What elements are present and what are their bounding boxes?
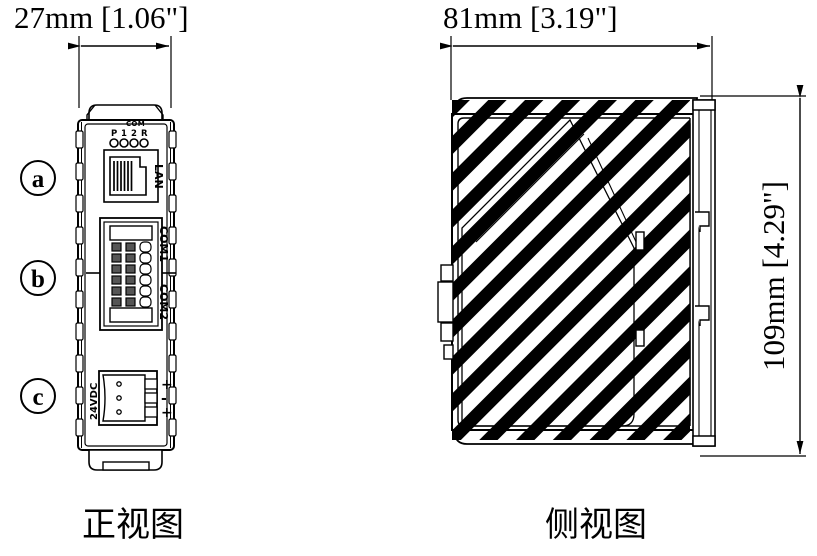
width-dimension: 27mm [1.06"]	[14, 0, 189, 108]
com-terminal-block: COM1 COM2	[86, 217, 176, 331]
width-dimension-label: 27mm [1.06"]	[14, 0, 189, 35]
led-label-2: 2	[131, 129, 137, 139]
power-mark-1: -	[161, 391, 167, 407]
led-label-0: P	[111, 129, 117, 139]
side-view-caption: 侧视图	[545, 505, 647, 545]
front-view-group: 27mm [1.06"]	[14, 0, 189, 545]
led-label-3: R	[141, 129, 148, 139]
power-terminal-label: 24VDC	[89, 383, 100, 420]
front-vent-slots	[75, 130, 177, 437]
com-screw-pairs	[111, 241, 152, 308]
led-label-1: 1	[121, 129, 127, 139]
power-mark-0: +	[161, 377, 173, 393]
callout-c: c	[20, 378, 56, 414]
led-group-label: COM	[126, 120, 145, 128]
side-face-slots	[635, 231, 645, 347]
power-terminal-clamps	[144, 378, 158, 418]
side-view-group: 81mm [3.19"] 109mm [4.29"]	[437, 0, 806, 545]
din-rail-bracket	[692, 99, 716, 447]
height-dimension-label: 109mm [4.29"]	[756, 181, 791, 371]
callout-balloons: a b c	[20, 160, 56, 414]
com2-label: COM2	[157, 284, 170, 320]
depth-dimension-label: 81mm [3.19"]	[443, 0, 618, 35]
lan-port-label: LAN	[152, 164, 165, 189]
power-terminal: 24VDC + - +	[89, 370, 173, 426]
lan-port: LAN	[103, 149, 165, 203]
com1-label: COM1	[157, 226, 170, 262]
depth-dimension: 81mm [3.19"]	[440, 0, 713, 100]
callout-a-label: a	[32, 166, 45, 193]
power-mark-2: +	[161, 405, 173, 421]
callout-c-label: c	[32, 384, 43, 411]
callout-b: b	[20, 260, 56, 296]
led-dots	[109, 138, 149, 148]
height-dimension: 109mm [4.29"]	[700, 85, 806, 457]
front-view-caption: 正视图	[82, 505, 184, 545]
side-hatch-area	[452, 100, 690, 440]
callout-b-label: b	[31, 266, 45, 293]
side-left-tabs	[437, 264, 454, 360]
led-indicator-group: COM P 1 2 R	[109, 120, 149, 148]
callout-a: a	[20, 160, 56, 196]
front-bottom-cap	[88, 449, 163, 471]
